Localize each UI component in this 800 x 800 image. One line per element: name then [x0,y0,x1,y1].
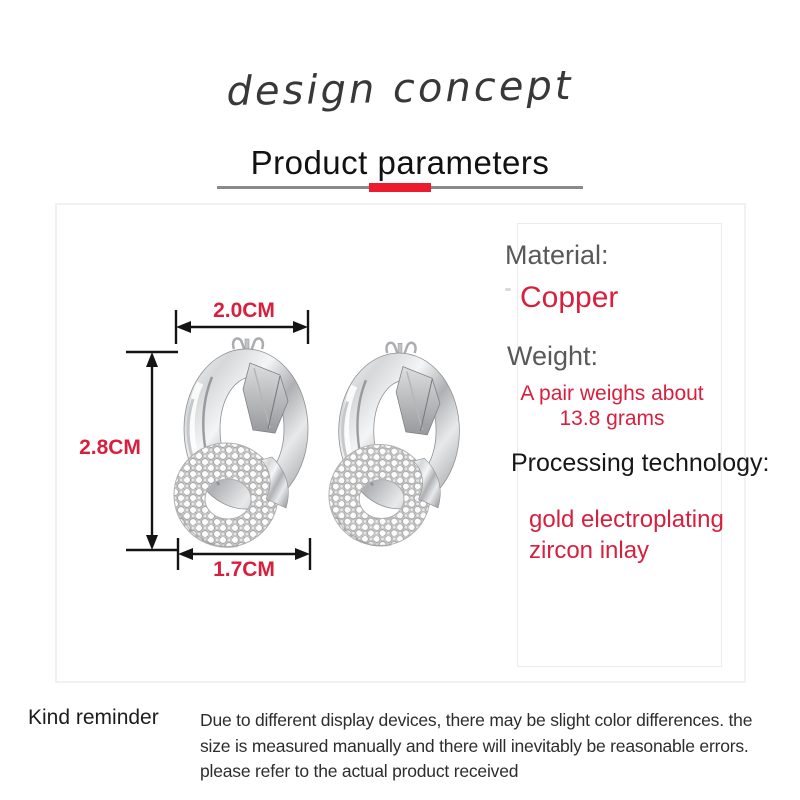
processing-value-line2: zircon inlay [529,537,650,564]
clasp-plate [242,362,289,434]
processing-technology-label: Processing technology: [511,449,770,477]
top-width-dimension-label: 2.0CM [213,299,275,322]
weight-value-line2: 13.8 grams [559,407,665,430]
page-title: Product parameters [250,144,550,181]
weight-label: Weight: [507,341,599,371]
disclaimer-text: Due to different display devices, there … [200,708,798,785]
kind-reminder-label: Kind reminder [28,706,159,729]
product-parameters-box [55,203,746,683]
disclaimer-line3: please refer to the actual product recei… [200,761,519,781]
top-width-arrow [174,310,310,344]
earring-shape [173,337,309,548]
earring-photo-right [327,337,475,554]
disclaimer-line1: Due to different display devices, there … [200,710,753,730]
material-value: Copper [520,281,619,314]
earring-photo-left [173,337,309,548]
processing-technology-value: gold electroplating zircon inlay [529,504,724,566]
weight-value: A pair weighs about 13.8 grams [512,381,712,431]
height-dimension-label: 2.8CM [79,436,141,459]
smudge-artifact [505,288,511,291]
left-height-arrow [126,350,178,552]
weight-value-line1: A pair weighs about [520,382,704,405]
hoop-interlock-segment [260,456,289,509]
parameters-panel [517,223,722,667]
material-label: Material: [505,240,609,270]
processing-value-line1: gold electroplating [529,506,724,533]
divider-red-accent [369,183,431,192]
zircon-pave-ring [173,442,279,548]
bottom-width-arrow [176,538,312,570]
title-divider-line [217,183,583,192]
disclaimer-line2: size is measured manually and there will… [200,735,749,756]
bottom-width-dimension-label: 1.7CM [213,558,275,581]
design-concept-tagline: design concept [226,62,574,116]
